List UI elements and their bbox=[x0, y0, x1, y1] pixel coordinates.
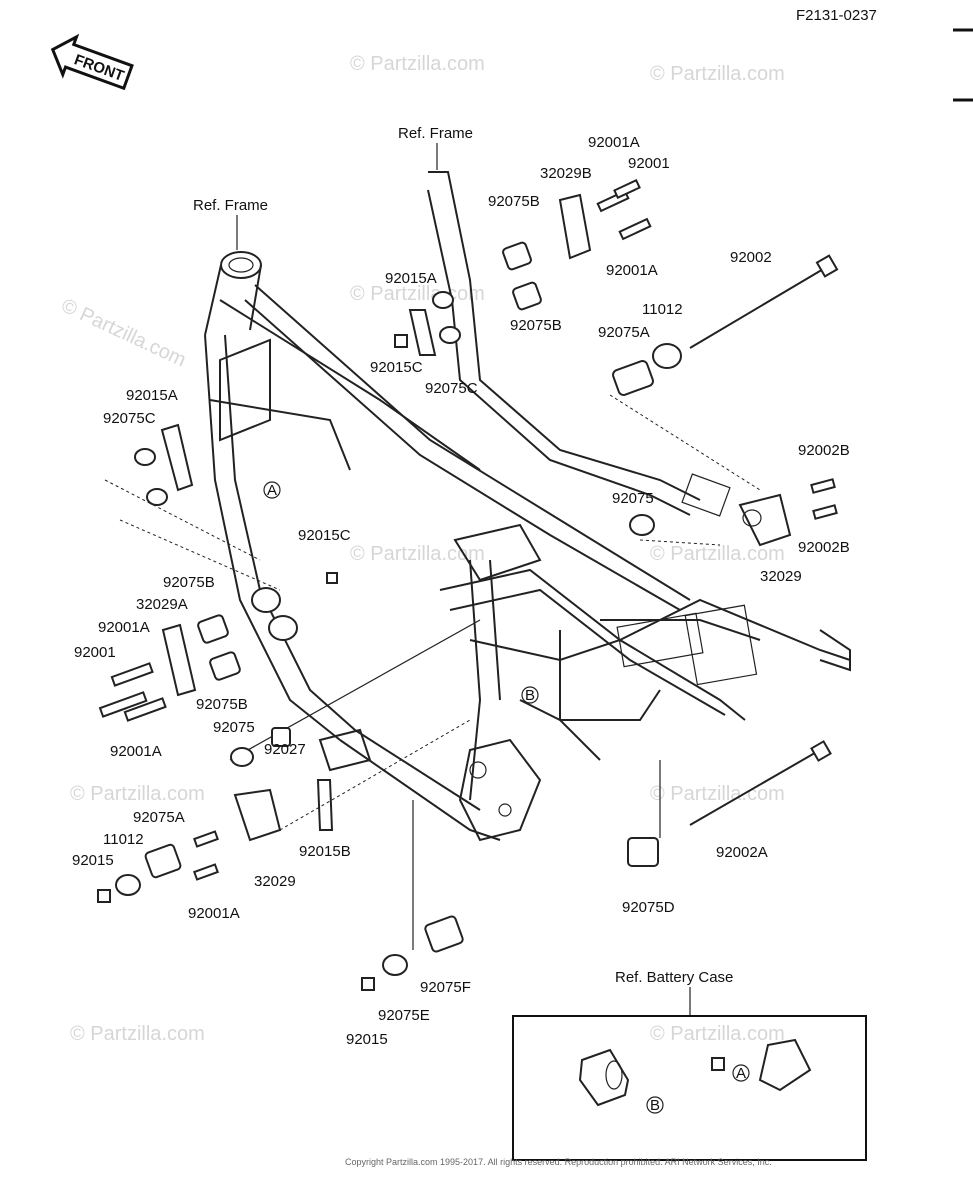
part-label: 92015C bbox=[298, 527, 351, 544]
part-label: 92001 bbox=[628, 155, 670, 172]
part-label: 92027 bbox=[264, 741, 306, 758]
watermark: © Partzilla.com bbox=[350, 53, 485, 75]
part-label: 92015A bbox=[126, 387, 178, 404]
battery-case-box bbox=[512, 1015, 867, 1161]
part-label: 92015 bbox=[72, 852, 114, 869]
front-arrow-icon: FRONT bbox=[50, 33, 134, 91]
svg-text:A: A bbox=[736, 1065, 746, 1082]
part-label: 32029A bbox=[136, 596, 188, 613]
part-label: 92075C bbox=[103, 410, 156, 427]
watermark: © Partzilla.com bbox=[58, 295, 189, 372]
part-label: 92015B bbox=[299, 843, 351, 860]
callout-B-frame: B bbox=[521, 686, 539, 704]
part-label: 92075B bbox=[196, 696, 248, 713]
part-label: 92001A bbox=[588, 134, 640, 151]
bracket-32029B bbox=[558, 193, 592, 260]
svg-text:A: A bbox=[267, 482, 277, 499]
watermark: © Partzilla.com bbox=[650, 63, 785, 85]
ref-frame-label-left: Ref. Frame bbox=[193, 197, 268, 214]
watermark: © Partzilla.com bbox=[70, 1023, 205, 1045]
part-label: 92075F bbox=[420, 979, 471, 996]
part-label: 92015A bbox=[385, 270, 437, 287]
ref-frame-label-top: Ref. Frame bbox=[398, 125, 473, 142]
part-label: 92075A bbox=[133, 809, 185, 826]
part-label: 92075A bbox=[598, 324, 650, 341]
part-label: 11012 bbox=[642, 301, 683, 318]
part-label: 92075C bbox=[425, 380, 478, 397]
diagram-code: F2131-0237 bbox=[796, 7, 877, 24]
part-label: 92002A bbox=[716, 844, 768, 861]
svg-text:B: B bbox=[650, 1097, 660, 1114]
watermark: © Partzilla.com bbox=[650, 783, 785, 805]
callout-A-frame: A bbox=[263, 481, 281, 499]
watermark: © Partzilla.com bbox=[350, 543, 485, 565]
part-label: 92075B bbox=[163, 574, 215, 591]
part-label: 92075 bbox=[612, 490, 654, 507]
watermark: © Partzilla.com bbox=[650, 543, 785, 565]
part-labels: 92001A 92001 32029B 92075B 92001A 92002 … bbox=[72, 134, 850, 1048]
ref-battery-case-label: Ref. Battery Case bbox=[615, 969, 733, 986]
battery-case-parts: B A bbox=[578, 1038, 812, 1114]
watermark: © Partzilla.com bbox=[650, 1023, 785, 1045]
part-label: 92075 bbox=[213, 719, 255, 736]
bracket-32029-right bbox=[629, 478, 838, 547]
part-label: 92001 bbox=[74, 644, 116, 661]
bolt-92002 bbox=[612, 254, 839, 396]
part-label: 92002B bbox=[798, 539, 850, 556]
part-label: 92002B bbox=[798, 442, 850, 459]
watermarks: © Partzilla.com © Partzilla.com © Partzi… bbox=[58, 53, 785, 1045]
watermark: © Partzilla.com bbox=[70, 783, 205, 805]
part-label: 92002 bbox=[730, 249, 772, 266]
part-label: 92001A bbox=[188, 905, 240, 922]
steering-head bbox=[220, 251, 262, 279]
part-label: 92015 bbox=[346, 1031, 388, 1048]
left-side-parts bbox=[97, 423, 481, 903]
part-label: 32029B bbox=[540, 165, 592, 182]
right-downtube bbox=[427, 171, 731, 517]
part-label: 32029 bbox=[760, 568, 802, 585]
frame-drawing bbox=[204, 251, 851, 842]
part-label: 92075E bbox=[378, 1007, 430, 1024]
part-label: 92001A bbox=[110, 743, 162, 760]
svg-text:B: B bbox=[525, 687, 535, 704]
bolt-92002A bbox=[627, 740, 832, 867]
lower-center-parts bbox=[361, 800, 464, 991]
part-label: 92001A bbox=[606, 262, 658, 279]
copyright-text: Copyright Partzilla.com 1995-2017. All r… bbox=[345, 1157, 772, 1167]
part-label: 92001A bbox=[98, 619, 150, 636]
part-label: 92075B bbox=[510, 317, 562, 334]
bolts-top bbox=[394, 178, 652, 356]
part-label: 11012 bbox=[103, 831, 144, 848]
part-label: 92075B bbox=[488, 193, 540, 210]
part-label: 92075D bbox=[622, 899, 675, 916]
part-label: 32029 bbox=[254, 873, 296, 890]
part-label: 92015C bbox=[370, 359, 423, 376]
